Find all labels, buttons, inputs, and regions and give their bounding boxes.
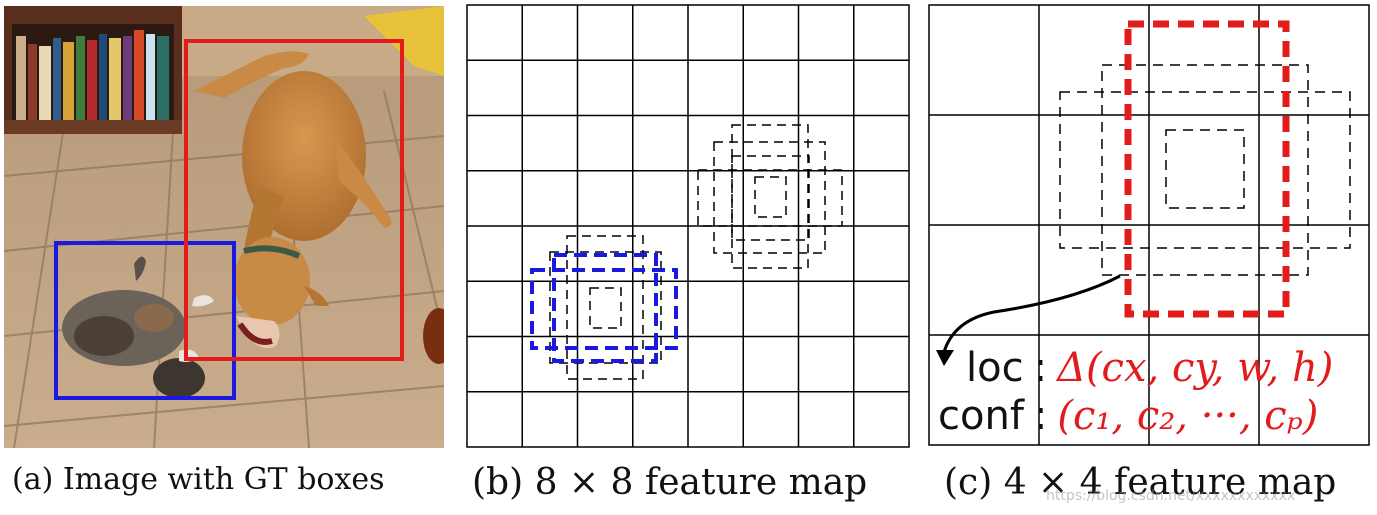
matched-box-dog (1124, 20, 1290, 318)
caption-c: (c) 4 × 4 feature map (944, 462, 1337, 503)
loc-label: loc (966, 345, 1024, 391)
default-boxes-4x4 (1059, 64, 1351, 276)
conf-label: conf (938, 393, 1024, 439)
photo-panel (4, 6, 444, 448)
arrow-head (936, 350, 954, 366)
conf-line: conf : (c₁, c₂, ···, cₚ) (938, 392, 1318, 440)
conf-value: (c₁, c₂, ···, cₚ) (1057, 393, 1319, 439)
arrow (942, 274, 1121, 353)
watermark: https://blog.csdn.net/xxxxxxxxxxxx (1046, 488, 1296, 504)
conf-separator: : (1033, 393, 1048, 439)
floor-object (423, 308, 444, 364)
cat-gt-box (54, 241, 236, 400)
feature-map-4x4 (928, 4, 1370, 446)
grid-8x8 (466, 4, 910, 448)
caption-b: (b) 8 × 8 feature map (472, 462, 868, 503)
loc-value: Δ(cx, cy, w, h) (1057, 345, 1334, 391)
bookshelf (4, 6, 182, 134)
loc-separator: : (1033, 345, 1048, 391)
caption-a: (a) Image with GT boxes (12, 462, 385, 497)
cat (62, 256, 214, 398)
loc-line: loc : Δ(cx, cy, w, h) (966, 344, 1333, 392)
feature-map-8x8 (466, 4, 910, 448)
dog (194, 51, 392, 348)
grid-4x4 (928, 4, 1370, 446)
default-boxes-upper (697, 124, 843, 269)
dog-gt-box (184, 39, 404, 361)
default-boxes-lower (549, 235, 662, 380)
matched-boxes-cat (530, 253, 678, 363)
